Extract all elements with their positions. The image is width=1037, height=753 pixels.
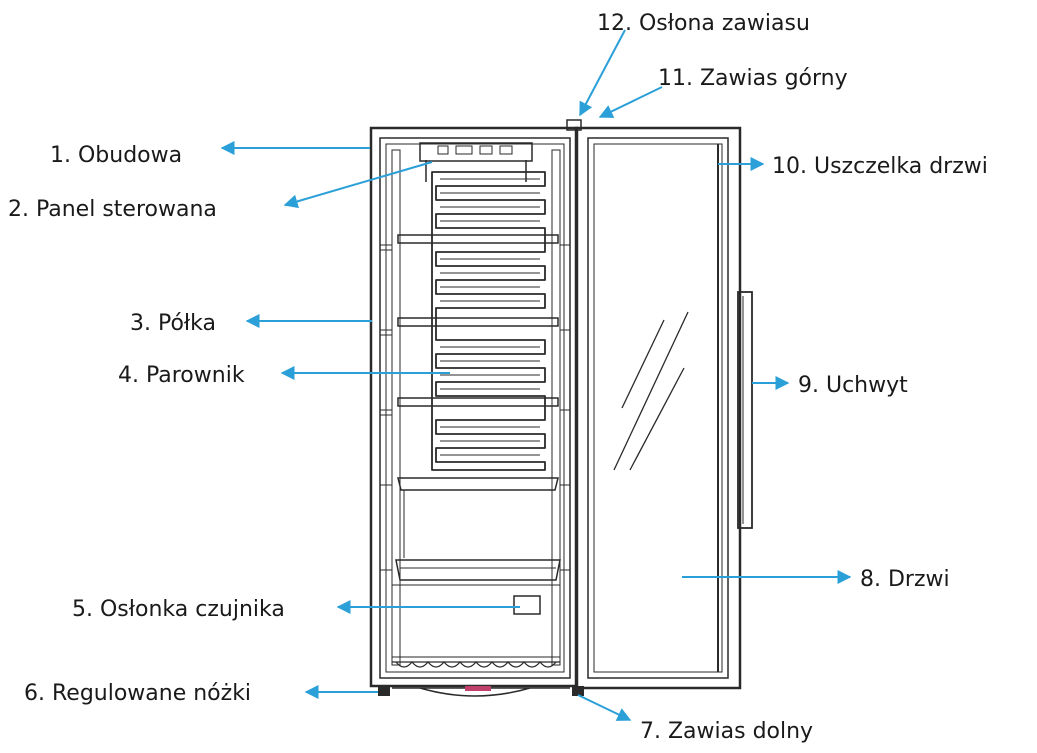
label-polka: 3. Półka — [130, 311, 216, 336]
bottom-compartment — [392, 585, 560, 667]
label-oslonka-czujnika: 5. Osłonka czujnika — [72, 597, 285, 622]
cabinet — [371, 120, 581, 686]
label-regulowane-nozki: 6. Regulowane nóżki — [24, 681, 251, 706]
evaporator-coil — [432, 172, 545, 470]
label-drzwi: 8. Drzwi — [860, 567, 950, 592]
label-oslona-zawiasu: 12. Osłona zawiasu — [597, 11, 810, 36]
label-zawias-gorny: 11. Zawias górny — [658, 66, 848, 91]
label-parownik: 4. Parownik — [118, 363, 245, 388]
label-obudowa: 1. Obudowa — [50, 143, 182, 168]
label-panel-sterowania: 2. Panel sterowana — [8, 197, 217, 222]
label-uchwyt: 9. Uchwyt — [798, 373, 908, 398]
door — [576, 128, 740, 688]
label-uszczelka-drzwi: 10. Uszczelka drzwi — [772, 154, 988, 179]
feet — [378, 686, 584, 696]
control-panel — [420, 143, 532, 182]
label-zawias-dolny: 7. Zawias dolny — [640, 719, 813, 744]
